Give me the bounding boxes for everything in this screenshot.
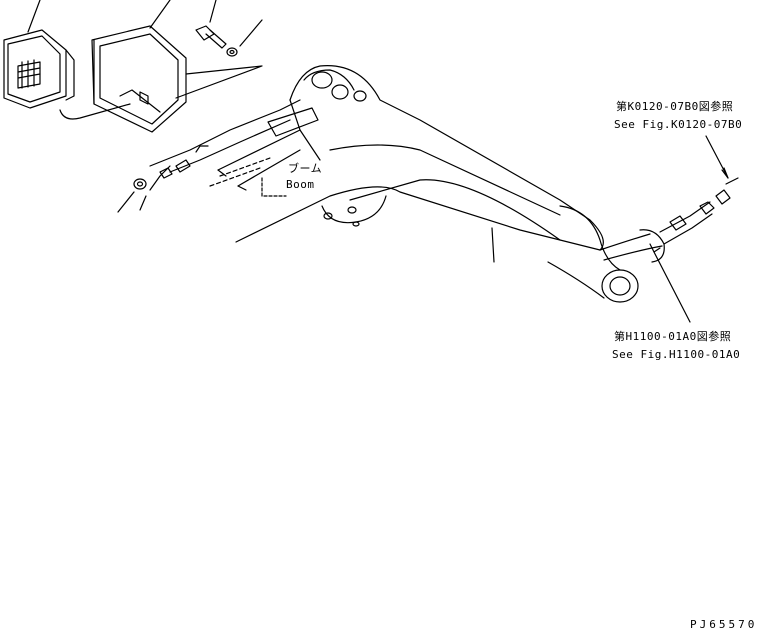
drawing-code: PJ65570	[690, 618, 758, 631]
boom-body	[217, 65, 739, 303]
lamp-guard	[91, 25, 187, 133]
wiring-harness	[117, 99, 301, 213]
ref-top-en: See Fig.K0120-07B0	[614, 118, 743, 131]
ref-top-jp: 第K0120-07B0図参照	[616, 100, 734, 113]
boom-label-leader	[261, 177, 287, 197]
boom-label-jp: ブーム	[288, 162, 323, 175]
leader-lines-top	[27, 0, 263, 47]
washer	[226, 47, 238, 57]
work-lamp	[3, 29, 131, 120]
bolt	[195, 25, 227, 49]
reference-leaders	[649, 135, 729, 323]
ref-bottom-en: See Fig.H1100-01A0	[612, 348, 741, 361]
boom-label-en: Boom	[286, 178, 315, 191]
bracket-leader	[175, 65, 263, 99]
ref-bottom-jp: 第H1100-01A0図参照	[614, 330, 732, 343]
